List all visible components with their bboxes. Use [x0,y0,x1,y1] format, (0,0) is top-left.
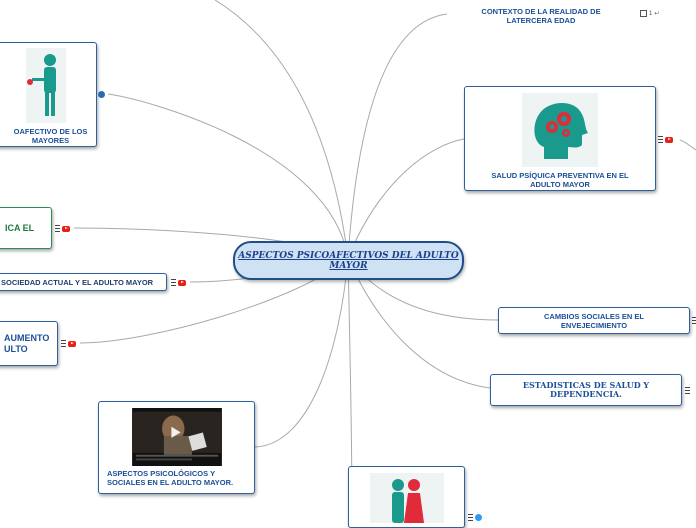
menu-icon[interactable] [61,340,66,347]
node-contexto-label: CONTEXTO DE LA REALIDAD DE LATERCERA EDA… [481,6,601,25]
video-thumbnail-image [131,408,222,466]
person-image [25,48,66,123]
node-sociedad-label: SOCIEDAD ACTUAL Y EL ADULTO MAYOR [1,277,154,287]
node-estadisticas[interactable]: ESTADISTICAS DE SALUD Y DEPENDENCIA. [490,374,682,406]
head-gears-image [522,93,598,167]
menu-icon[interactable] [658,136,663,143]
node-afectivo[interactable]: OAFECTIVO DE LOS MAYORES [0,42,97,147]
salud-psiquica-markers [658,136,673,143]
node-cambios-sociales[interactable]: CAMBIOS SOCIALES EN EL ENVEJECIMIENTO [498,307,690,334]
node-aumento-label: AUMENTO ULTO [4,332,50,354]
node-sociedad[interactable]: SOCIEDAD ACTUAL Y EL ADULTO MAYOR [0,273,167,291]
menu-icon[interactable] [171,279,176,286]
node-cambios-sociales-label: CAMBIOS SOCIALES EN EL ENVEJECIMIENTO [543,311,644,330]
youtube-icon[interactable] [62,225,70,232]
node-aspectos-psicologicos-label: ASPECTOS PSICOLÓGICOS Y SOCIALES EN EL A… [107,469,234,487]
youtube-icon[interactable] [665,136,673,143]
menu-icon[interactable] [685,387,690,394]
afectivo-markers [98,91,105,98]
globe-icon[interactable] [98,91,105,98]
node-contexto[interactable]: CONTEXTO DE LA REALIDAD DE LATERCERA EDA… [447,3,635,28]
menu-icon[interactable] [55,225,60,232]
note-icon[interactable] [640,10,647,17]
aumento-markers [61,340,76,347]
node-salud-fisica[interactable]: ICA EL [0,207,52,249]
salud-fisica-markers [55,225,70,232]
node-aspectos-psicologicos[interactable]: ASPECTOS PSICOLÓGICOS Y SOCIALES EN EL A… [98,401,255,494]
node-salud-psiquica-label: SALUD PSÍQUICA PREVENTIVA EN EL ADULTO M… [491,171,629,189]
cambios-markers [692,317,696,324]
central-topic-title: ASPECTOS PSICOAFECTIVOS DEL ADULTO MAYOR [238,250,459,271]
attachment-icon[interactable]: ↩ [654,11,660,17]
node-salud-fisica-label: ICA EL [5,222,35,233]
sociedad-markers [171,279,186,286]
contexto-markers: 1 ↩ [640,10,659,17]
contexto-count: 1 [649,10,653,17]
central-topic[interactable]: ASPECTOS PSICOAFECTIVOS DEL ADULTO MAYOR [233,241,464,280]
couple-image [369,473,444,523]
youtube-icon[interactable] [178,279,186,286]
node-afectivo-label: OAFECTIVO DE LOS MAYORES [13,127,88,145]
youtube-icon[interactable] [68,340,76,347]
node-pareja[interactable] [348,466,465,528]
node-estadisticas-label: ESTADISTICAS DE SALUD Y DEPENDENCIA. [522,380,650,399]
menu-icon[interactable] [692,317,696,324]
estadisticas-markers [685,387,690,394]
node-salud-psiquica[interactable]: SALUD PSÍQUICA PREVENTIVA EN EL ADULTO M… [464,86,656,191]
info-icon[interactable] [475,514,482,521]
node-aumento[interactable]: AUMENTO ULTO [0,321,58,366]
